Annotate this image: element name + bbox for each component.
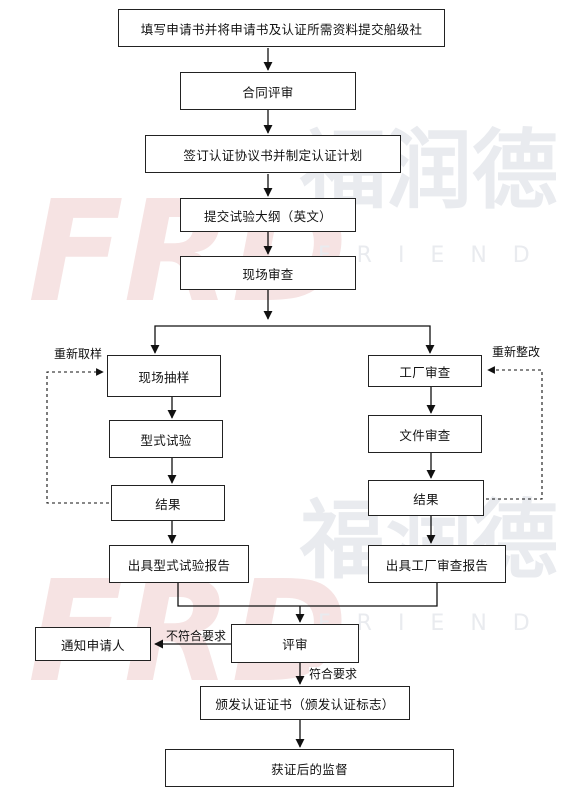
step-review: 评审 [231,624,359,663]
step-submit-application: 填写申请书并将申请书及认证所需资料提交船级社 [118,9,445,47]
label-rectify: 重新整改 [492,345,541,359]
arrow-split-right [268,325,435,354]
label-pass: 符合要求 [309,667,358,681]
step-sign-agreement: 签订认证协议书并制定认证计划 [145,135,401,173]
step-onsite-sampling: 现场抽样 [107,355,221,397]
step-result-left: 结果 [111,485,225,521]
step-submit-test-outline: 提交试验大纲（英文） [180,198,356,232]
step-notify-applicant: 通知申请人 [35,627,151,661]
step-factory-review-report: 出具工厂审查报告 [368,545,506,583]
step-type-test-report: 出具型式试验报告 [109,545,249,583]
label-fail: 不符合要求 [166,629,227,643]
step-issue-certificate: 颁发认证证书（颁发认证标志） [200,686,410,720]
loop-rectify [486,366,543,500]
step-post-cert-supervision: 获证后的监督 [165,749,454,787]
step-document-review: 文件审查 [368,415,482,453]
step-contract-review: 合同评审 [180,72,356,110]
arrow-split-left [150,325,268,354]
step-onsite-review: 现场审查 [180,256,356,290]
step-type-test: 型式试验 [109,420,223,458]
step-result-right: 结果 [368,480,484,516]
step-factory-review: 工厂审查 [368,355,482,387]
loop-resample [46,368,109,504]
merge-left [177,583,438,607]
label-resample: 重新取样 [54,347,103,361]
